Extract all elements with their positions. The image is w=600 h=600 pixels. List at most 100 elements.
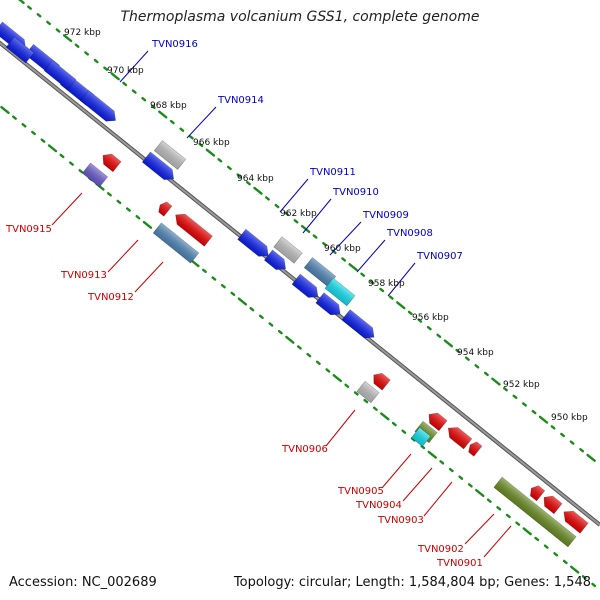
tick-mark: [312, 234, 318, 239]
gene-features: [0, 21, 589, 548]
label-pointer: [423, 481, 453, 517]
tick-mark: [515, 521, 521, 526]
scale-marker-label: 964 kbp: [237, 174, 274, 184]
tick-mark: [512, 394, 518, 400]
tick-mark: [249, 306, 255, 312]
tick-mark: [211, 276, 217, 281]
gene-feature: [324, 277, 356, 307]
gene-label-reverse: TVN0906: [281, 444, 328, 455]
gene-feature: [530, 485, 546, 502]
gene-feature: [152, 222, 200, 264]
tick-mark: [110, 72, 120, 81]
tick-mark: [401, 429, 407, 434]
tick-mark: [277, 329, 283, 335]
gene-shade: [175, 214, 213, 247]
gene-label-forward: TVN0914: [217, 95, 264, 106]
tick-mark: [116, 199, 122, 205]
gene-feature: [543, 495, 563, 515]
tick-mark: [380, 412, 390, 421]
tick-mark: [226, 165, 232, 171]
tick-mark: [315, 360, 321, 365]
gene-shade: [530, 485, 545, 501]
tick-mark: [467, 483, 473, 488]
tick-mark: [306, 352, 312, 358]
gene-feature: [373, 372, 391, 391]
label-pointer: [279, 178, 309, 213]
tick-mark: [158, 110, 168, 119]
label-pointer: [464, 513, 495, 545]
label-pointer: [119, 50, 149, 83]
tick-mark: [230, 291, 236, 297]
scale-marker-label: 956 kbp: [412, 313, 449, 323]
gene-shade: [142, 151, 174, 180]
gene-shade: [543, 496, 563, 514]
scale-marker-label: 950 kbp: [551, 413, 588, 423]
gene-label-forward: TVN0916: [151, 39, 198, 50]
tick-marks: [0, 0, 597, 588]
gene-label-forward: TVN0911: [309, 167, 356, 178]
gene-label-reverse: TVN0913: [60, 270, 107, 281]
tick-mark: [84, 51, 90, 56]
gene-feature: [447, 427, 473, 450]
tick-mark: [569, 440, 575, 445]
tick-mark: [21, 123, 27, 128]
gene-shade: [153, 222, 199, 264]
scale-marker-label: 970 kbp: [107, 66, 144, 76]
tick-mark: [464, 356, 470, 361]
map-title: Thermoplasma volcanium GSS1, complete ge…: [120, 9, 480, 25]
gene-shade: [82, 163, 108, 187]
gene-shade: [44, 60, 76, 90]
tick-mark: [265, 196, 270, 201]
label-pointer: [107, 239, 139, 273]
tick-mark: [491, 377, 501, 386]
tick-mark: [579, 448, 585, 453]
tick-mark: [496, 506, 502, 511]
tick-mark: [198, 142, 204, 148]
gene-label-forward: TVN0907: [416, 251, 463, 262]
tick-mark: [372, 406, 378, 411]
label-pointer: [325, 409, 356, 447]
tick-mark: [0, 105, 10, 115]
label-pointer: [134, 261, 164, 293]
tick-mark: [103, 66, 109, 71]
tick-mark: [245, 180, 251, 186]
gene-shade: [468, 441, 482, 457]
tick-mark: [258, 314, 264, 320]
tick-mark: [141, 97, 147, 102]
gene-label-forward: TVN0910: [332, 187, 379, 198]
genome-backbone: [0, 40, 600, 527]
scale-marker-label: 966 kbp: [193, 138, 230, 148]
gene-shade: [428, 413, 448, 431]
gene-feature: [315, 292, 341, 316]
gene-shade: [80, 90, 116, 122]
gene-labels: TVN0916TVN0914TVN0911TVN0910TVN0909TVN09…: [5, 39, 483, 569]
tick-mark: [353, 391, 359, 396]
genome-summary: Topology: circular; Length: 1,584,804 bp…: [233, 575, 591, 590]
label-pointer: [186, 106, 217, 139]
gene-label-reverse: TVN0902: [417, 544, 464, 555]
gene-feature: [79, 89, 116, 122]
tick-mark: [253, 186, 263, 195]
tick-mark: [125, 207, 131, 212]
tick-mark: [426, 325, 432, 331]
tick-mark: [217, 158, 223, 163]
tick-mark: [522, 402, 527, 407]
tick-mark: [122, 81, 128, 87]
gene-feature: [81, 162, 109, 188]
gene-shade: [373, 373, 391, 391]
tick-mark: [205, 148, 216, 157]
gene-feature: [493, 476, 577, 548]
gene-label-reverse: TVN0912: [87, 292, 134, 303]
gene-feature: [341, 309, 375, 339]
scale-marker-label: 972 kbp: [64, 28, 101, 38]
label-pointer: [302, 198, 332, 234]
gene-shade: [154, 140, 186, 170]
tick-mark: [410, 437, 416, 442]
tick-mark: [570, 565, 580, 574]
tick-mark: [417, 318, 423, 323]
tick-mark: [69, 161, 74, 166]
tick-mark: [201, 268, 207, 274]
tick-mark: [363, 398, 369, 404]
gene-label-reverse: TVN0901: [436, 558, 483, 569]
tick-mark: [360, 272, 366, 277]
